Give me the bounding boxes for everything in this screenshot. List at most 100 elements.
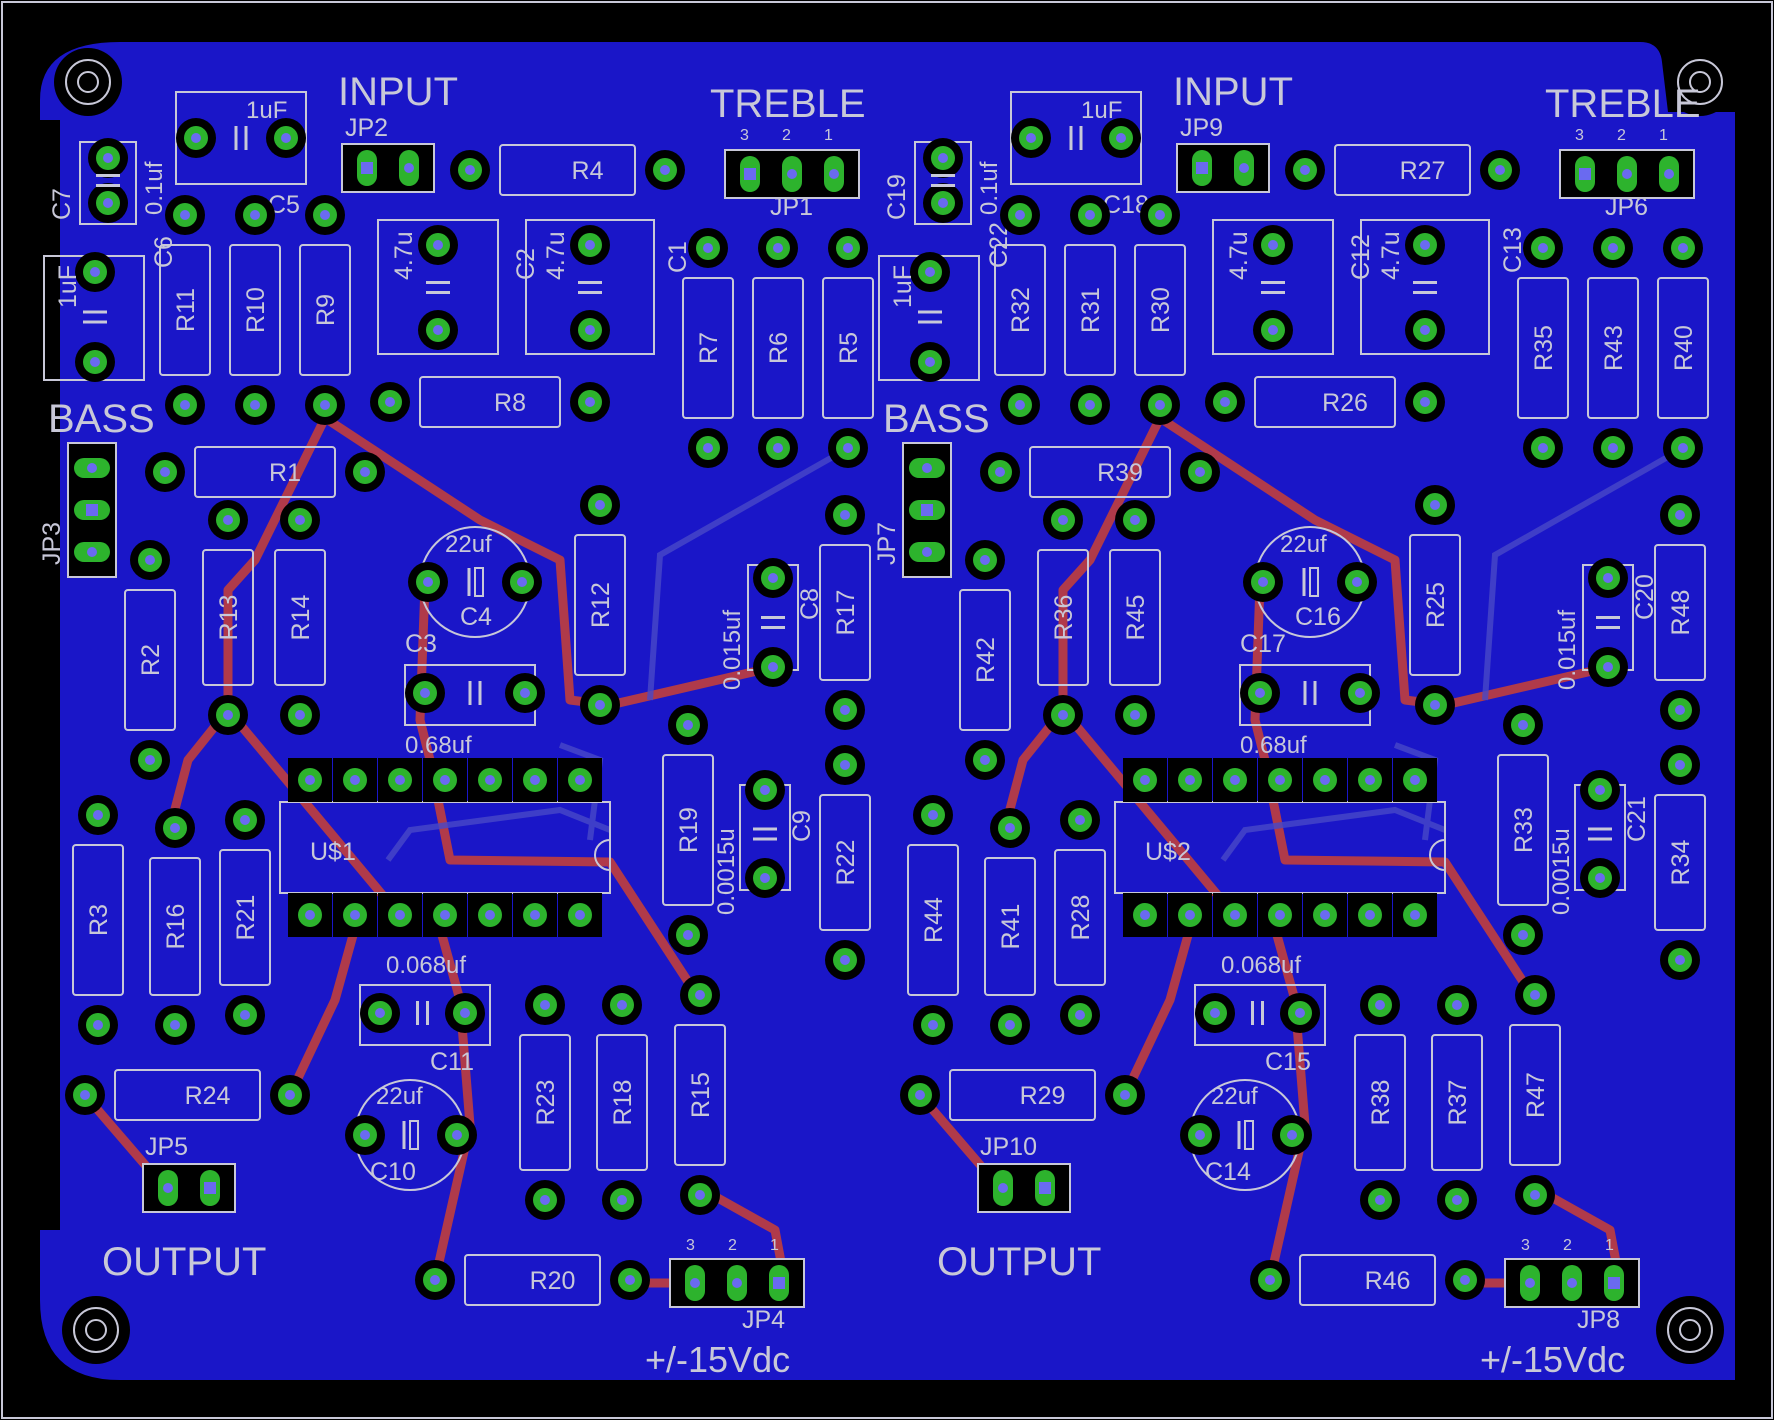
silk-label: JP1 [770,193,813,221]
silk-label: JP9 [1180,114,1223,142]
pad [176,118,216,158]
pad [1000,385,1040,425]
pin-header [1559,149,1695,199]
pin-number: 3 [686,1237,695,1254]
silk-label: JP7 [873,522,901,565]
resistor-label: R14 [287,594,315,640]
resistor: R42 [959,540,1011,780]
pad [980,452,1020,492]
resistor: R33 [1497,705,1549,955]
pad [1140,195,1180,235]
silk-label: 1uF [246,97,287,124]
pad [1140,385,1180,425]
pad [415,1260,455,1300]
silk-label: C1 [664,241,692,273]
pad [305,385,345,425]
capacitor [1194,984,1326,1046]
supply-label: +/-15Vdc [1480,1339,1625,1380]
pad [1195,993,1235,1033]
resistor-label: R6 [765,332,793,364]
capacitor [79,138,137,225]
pad [1101,118,1141,158]
pad [990,808,1030,848]
resistor: R29 [900,1069,1145,1121]
pad [965,740,1005,780]
resistor-label: R45 [1122,595,1150,641]
pad [1285,150,1325,190]
silk-label: 0.0015u [1548,828,1575,915]
resistor: R31 [1064,195,1116,425]
pad [1588,647,1628,687]
pad [165,195,205,235]
pad [1445,1260,1485,1300]
resistor: R7 [682,228,734,468]
pad [437,1115,477,1155]
pad [758,428,798,468]
pad [1360,1180,1400,1220]
capacitor [359,984,491,1046]
resistor-label: R47 [1522,1072,1550,1118]
pin-number: 3 [1575,127,1584,144]
trace-group [915,413,1625,1288]
resistor: R17 [819,495,871,730]
pad [1070,195,1110,235]
silk-label: 4.7u [1225,231,1253,280]
silk-label: 0.68uf [1240,732,1307,759]
resistor: R12 [574,485,626,725]
pad [1660,495,1700,535]
capacitor [1212,219,1334,355]
silk-label: C14 [1205,1158,1251,1186]
silk-label: C20 [1631,574,1659,620]
silk-label: 22uf [1211,1083,1258,1110]
pad [88,138,128,178]
pad [155,1005,195,1045]
silk-label: C12 [1347,234,1375,280]
pad [1405,225,1445,265]
pad [445,993,485,1033]
resistor: R15 [674,975,726,1215]
resistor: R41 [984,808,1036,1045]
pin-header [341,143,435,193]
silk-label: C11 [430,1048,474,1076]
treble-label: TREBLE [1545,82,1701,126]
resistor: R36 [1037,500,1089,735]
pin-number: 2 [782,127,791,144]
pad [688,228,728,268]
pin-number: 3 [740,127,749,144]
pad [900,1075,940,1115]
resistor-label: R7 [695,332,723,364]
pad [1480,150,1520,190]
pad [1405,310,1445,350]
capacitor [404,664,545,726]
pad [1105,1075,1145,1115]
resistor: R47 [1509,975,1561,1215]
silk-label: 4.7u [390,231,418,280]
resistor: R22 [819,745,871,980]
resistor-label: R11 [172,288,200,332]
bass-label: BASS [48,397,155,441]
resistor-label: R18 [609,1080,637,1126]
pad [1205,382,1245,422]
resistor: R34 [1654,745,1706,980]
resistor-label: R26 [1322,389,1368,417]
resistor: R21 [219,800,271,1035]
pad [680,1175,720,1215]
pad [418,310,458,350]
pad [78,1005,118,1045]
resistor-label: R13 [215,595,243,641]
resistor: R46 [1250,1254,1485,1306]
pad [828,428,868,468]
silk-label: 0.068uf [386,952,466,979]
silk-label: 1uF [889,265,917,308]
resistor-label: R37 [1444,1080,1472,1126]
pad [78,795,118,835]
silk-label: 1uF [54,265,82,308]
pad [602,1180,642,1220]
capacitor [914,138,972,225]
silk-label: JP4 [742,1306,785,1334]
resistor: R44 [907,795,959,1045]
pad [525,985,565,1025]
pad [266,118,306,158]
pad [208,695,248,735]
